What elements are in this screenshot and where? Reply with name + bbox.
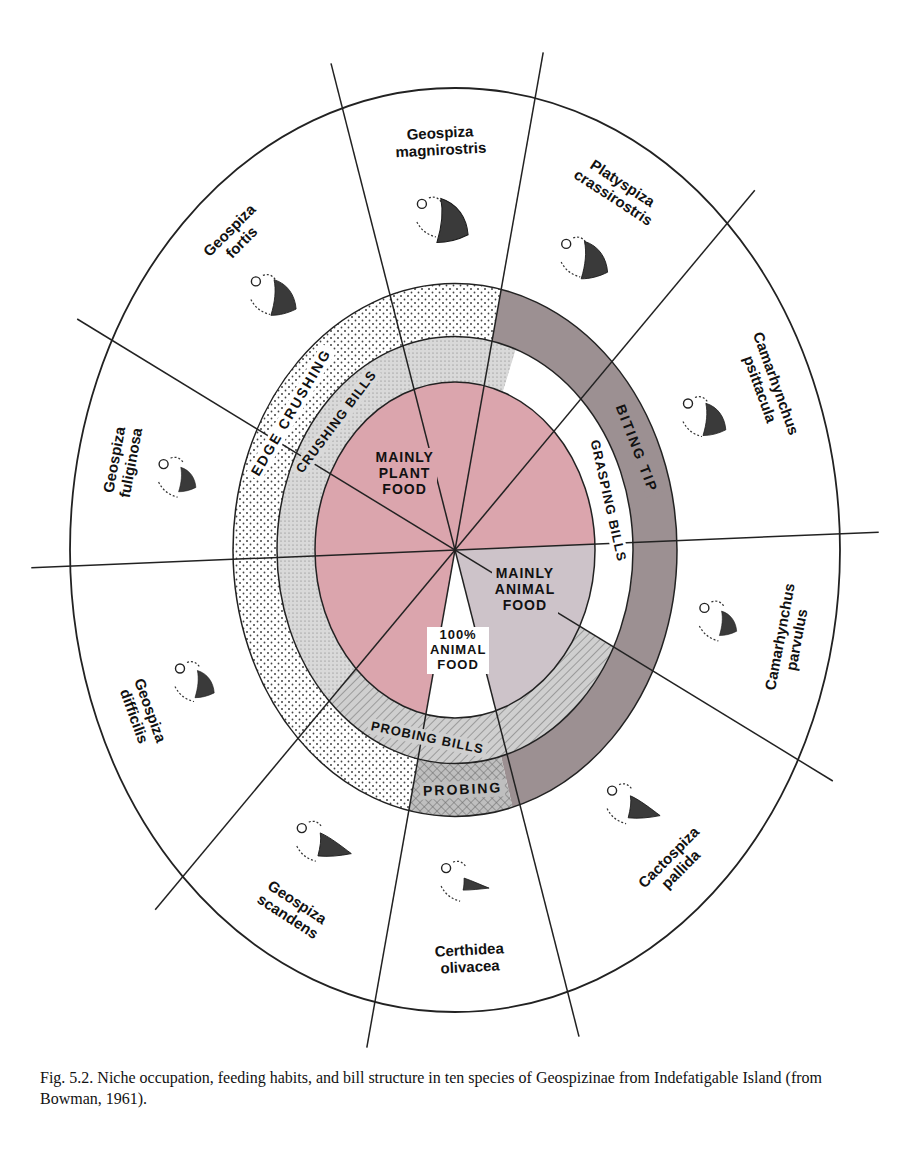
species-name: Certhidea olivacea: [435, 940, 506, 978]
finch-crown: [171, 457, 184, 463]
finch-head: [699, 601, 736, 641]
finch-bill: [271, 280, 296, 316]
finch-throat: [699, 626, 718, 641]
finch-crown: [695, 397, 708, 403]
finch-bill: [437, 198, 468, 242]
wheel-bands: [31, 52, 878, 1047]
food-label: MAINLY ANIMAL FOOD: [492, 564, 558, 614]
finch-eye: [608, 786, 617, 795]
finch-throat: [417, 222, 436, 237]
finch-head: [417, 197, 468, 243]
finch-throat: [441, 886, 460, 901]
finch-head: [607, 784, 660, 824]
finch-throat: [607, 809, 626, 824]
finch-throat: [175, 687, 194, 702]
finch-bill: [703, 403, 726, 435]
finch-bill: [318, 833, 351, 856]
finch-eye: [700, 603, 709, 612]
food-label: 100% ANIMAL FOOD: [427, 627, 489, 674]
finch-head: [159, 457, 196, 497]
finch-throat: [251, 299, 270, 314]
finch-eye: [297, 824, 306, 833]
finch-throat: [683, 422, 702, 437]
finch-eye: [176, 664, 185, 673]
finch-bill: [719, 611, 736, 635]
finch-eye: [251, 277, 260, 286]
finch-crown: [187, 662, 200, 668]
finch-throat: [297, 846, 316, 861]
finch-eye: [159, 460, 168, 469]
probing-band: [409, 756, 513, 816]
finch-bill: [463, 878, 489, 890]
finch-heads: [159, 197, 737, 901]
figure-caption: Fig. 5.2. Niche occupation, feeding habi…: [40, 1068, 885, 1110]
species-name: Geospiza magnirostris: [394, 121, 487, 160]
finch-bill: [581, 241, 607, 278]
finch-crown: [429, 197, 442, 203]
food-label: MAINLY PLANT FOOD: [373, 448, 437, 498]
finch-crown: [711, 601, 724, 607]
finch-eye: [417, 199, 426, 208]
finch-crown: [309, 821, 322, 827]
finch-throat: [159, 482, 178, 497]
finch-bill: [179, 467, 196, 491]
finch-head: [175, 662, 214, 702]
finch-eye: [442, 864, 451, 873]
finch-eye: [562, 239, 571, 248]
finch-head: [251, 275, 296, 316]
finch-head: [297, 821, 352, 861]
finch-bill: [195, 671, 214, 698]
finch-eye: [684, 399, 693, 408]
finch-head: [561, 237, 607, 279]
finch-bill: [628, 796, 660, 818]
finch-head: [683, 397, 726, 437]
finch-throat: [561, 262, 580, 277]
finch-head: [441, 861, 489, 901]
sector-line: [77, 319, 833, 781]
outer-ring: [70, 88, 840, 1012]
finch-crown: [619, 784, 632, 790]
finch-crown: [453, 861, 466, 867]
